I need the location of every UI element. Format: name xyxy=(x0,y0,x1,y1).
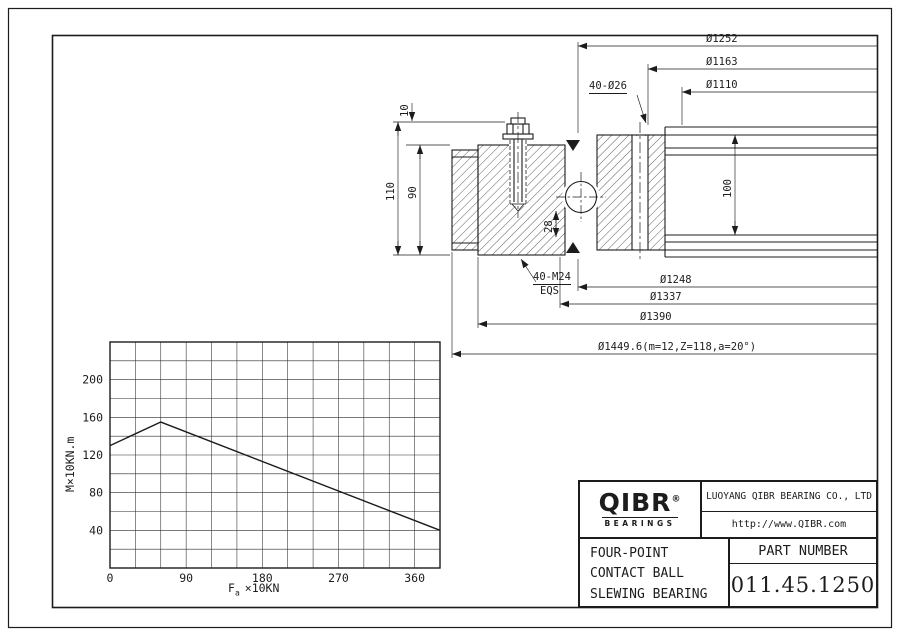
outer-ring-bolt-hole xyxy=(631,122,649,262)
x-tick-label: 360 xyxy=(404,571,425,585)
dim-label-90: 90 xyxy=(407,186,419,199)
title-block-bottom-row: FOUR-POINT CONTACT BALL SLEWING BEARING … xyxy=(580,538,876,606)
dim-label-100: 100 xyxy=(722,179,734,198)
ring-continuation-lines xyxy=(664,126,877,258)
logo-subtext: BEARINGS xyxy=(602,517,678,529)
product-line-3: SLEWING BEARING xyxy=(590,587,708,603)
dim-label-gear-spec: Ø1449.6(m=12,Z=118,a=20°) xyxy=(598,341,757,353)
dim-label-28: 28 xyxy=(543,220,555,233)
title-block: QIBR® BEARINGS LUOYANG QIBR BEARING CO.,… xyxy=(578,480,878,608)
dim-label-1110: Ø1110 xyxy=(706,79,738,91)
load-curve-line xyxy=(109,421,441,531)
y-tick-label: 200 xyxy=(82,373,103,387)
gear-rim-section xyxy=(451,149,479,251)
dim-label-1390: Ø1390 xyxy=(640,311,672,323)
x-label-subscript: a xyxy=(234,588,240,598)
bearing-section xyxy=(451,112,877,262)
drawing-frame xyxy=(51,34,879,609)
title-block-top-row: QIBR® BEARINGS LUOYANG QIBR BEARING CO.,… xyxy=(580,482,876,539)
dim-label-110: 110 xyxy=(385,182,397,201)
y-tick-label: 40 xyxy=(89,523,103,537)
x-label-symbol: F xyxy=(228,581,235,595)
company-name: LUOYANG QIBR BEARING CO., LTD xyxy=(702,482,876,512)
product-line-2: CONTACT BALL xyxy=(590,566,684,582)
registered-trademark-icon: ® xyxy=(671,494,682,505)
dim-label-1248: Ø1248 xyxy=(660,274,692,286)
y-tick-label: 120 xyxy=(82,448,103,462)
part-number-cell: PART NUMBER 011.45.1250 xyxy=(730,539,876,606)
dim-label-bolt-holes-inner: 40-M24 xyxy=(533,271,571,286)
ball-centerlines xyxy=(556,172,606,222)
dim-label-1163: Ø1163 xyxy=(706,56,738,68)
chart-y-axis-label: M×10KN.m xyxy=(63,436,77,492)
leader-bolt-holes-outer xyxy=(636,94,647,124)
x-tick-label: 270 xyxy=(328,571,349,585)
product-name: FOUR-POINT CONTACT BALL SLEWING BEARING xyxy=(580,538,730,606)
y-tick-label: 80 xyxy=(89,486,103,500)
mounting-bolt xyxy=(502,112,534,218)
load-curve-chart: 0 90 180 270 360 40 80 120 160 200 xyxy=(82,341,441,585)
leader-bolt-holes-inner xyxy=(520,258,537,283)
x-label-unit: ×10KN xyxy=(244,581,280,595)
x-tick-label: 0 xyxy=(107,571,114,585)
y-tick-label: 160 xyxy=(82,410,103,424)
chart-x-axis-label: Fa ×10KN xyxy=(228,581,280,598)
dimension-lines xyxy=(393,42,877,358)
dim-label-10: 10 xyxy=(399,104,411,117)
page-border xyxy=(7,7,893,629)
outer-ring-section xyxy=(596,134,666,251)
x-tick-label: 180 xyxy=(252,571,273,585)
seal-bottom xyxy=(566,242,580,253)
dim-label-1252: Ø1252 xyxy=(706,33,738,45)
logo-wordmark: QIBR® xyxy=(599,490,682,515)
part-number-label: PART NUMBER xyxy=(730,539,876,564)
dim-label-1337: Ø1337 xyxy=(650,291,682,303)
company-website: http://www.QIBR.com xyxy=(731,518,847,530)
x-tick-label: 90 xyxy=(179,571,193,585)
dim-label-eqs: EQS xyxy=(540,285,559,297)
product-line-1: FOUR-POINT xyxy=(590,545,669,561)
company-logo: QIBR® BEARINGS xyxy=(580,482,702,537)
part-number-value: 011.45.1250 xyxy=(730,572,876,597)
logo-text: QIBR xyxy=(598,488,672,518)
dim-label-bolt-holes-outer: 40-Ø26 xyxy=(589,80,627,95)
company-info-cell: LUOYANG QIBR BEARING CO., LTD http://www… xyxy=(702,482,876,537)
seal-top xyxy=(566,140,580,151)
chart-border xyxy=(109,341,441,569)
